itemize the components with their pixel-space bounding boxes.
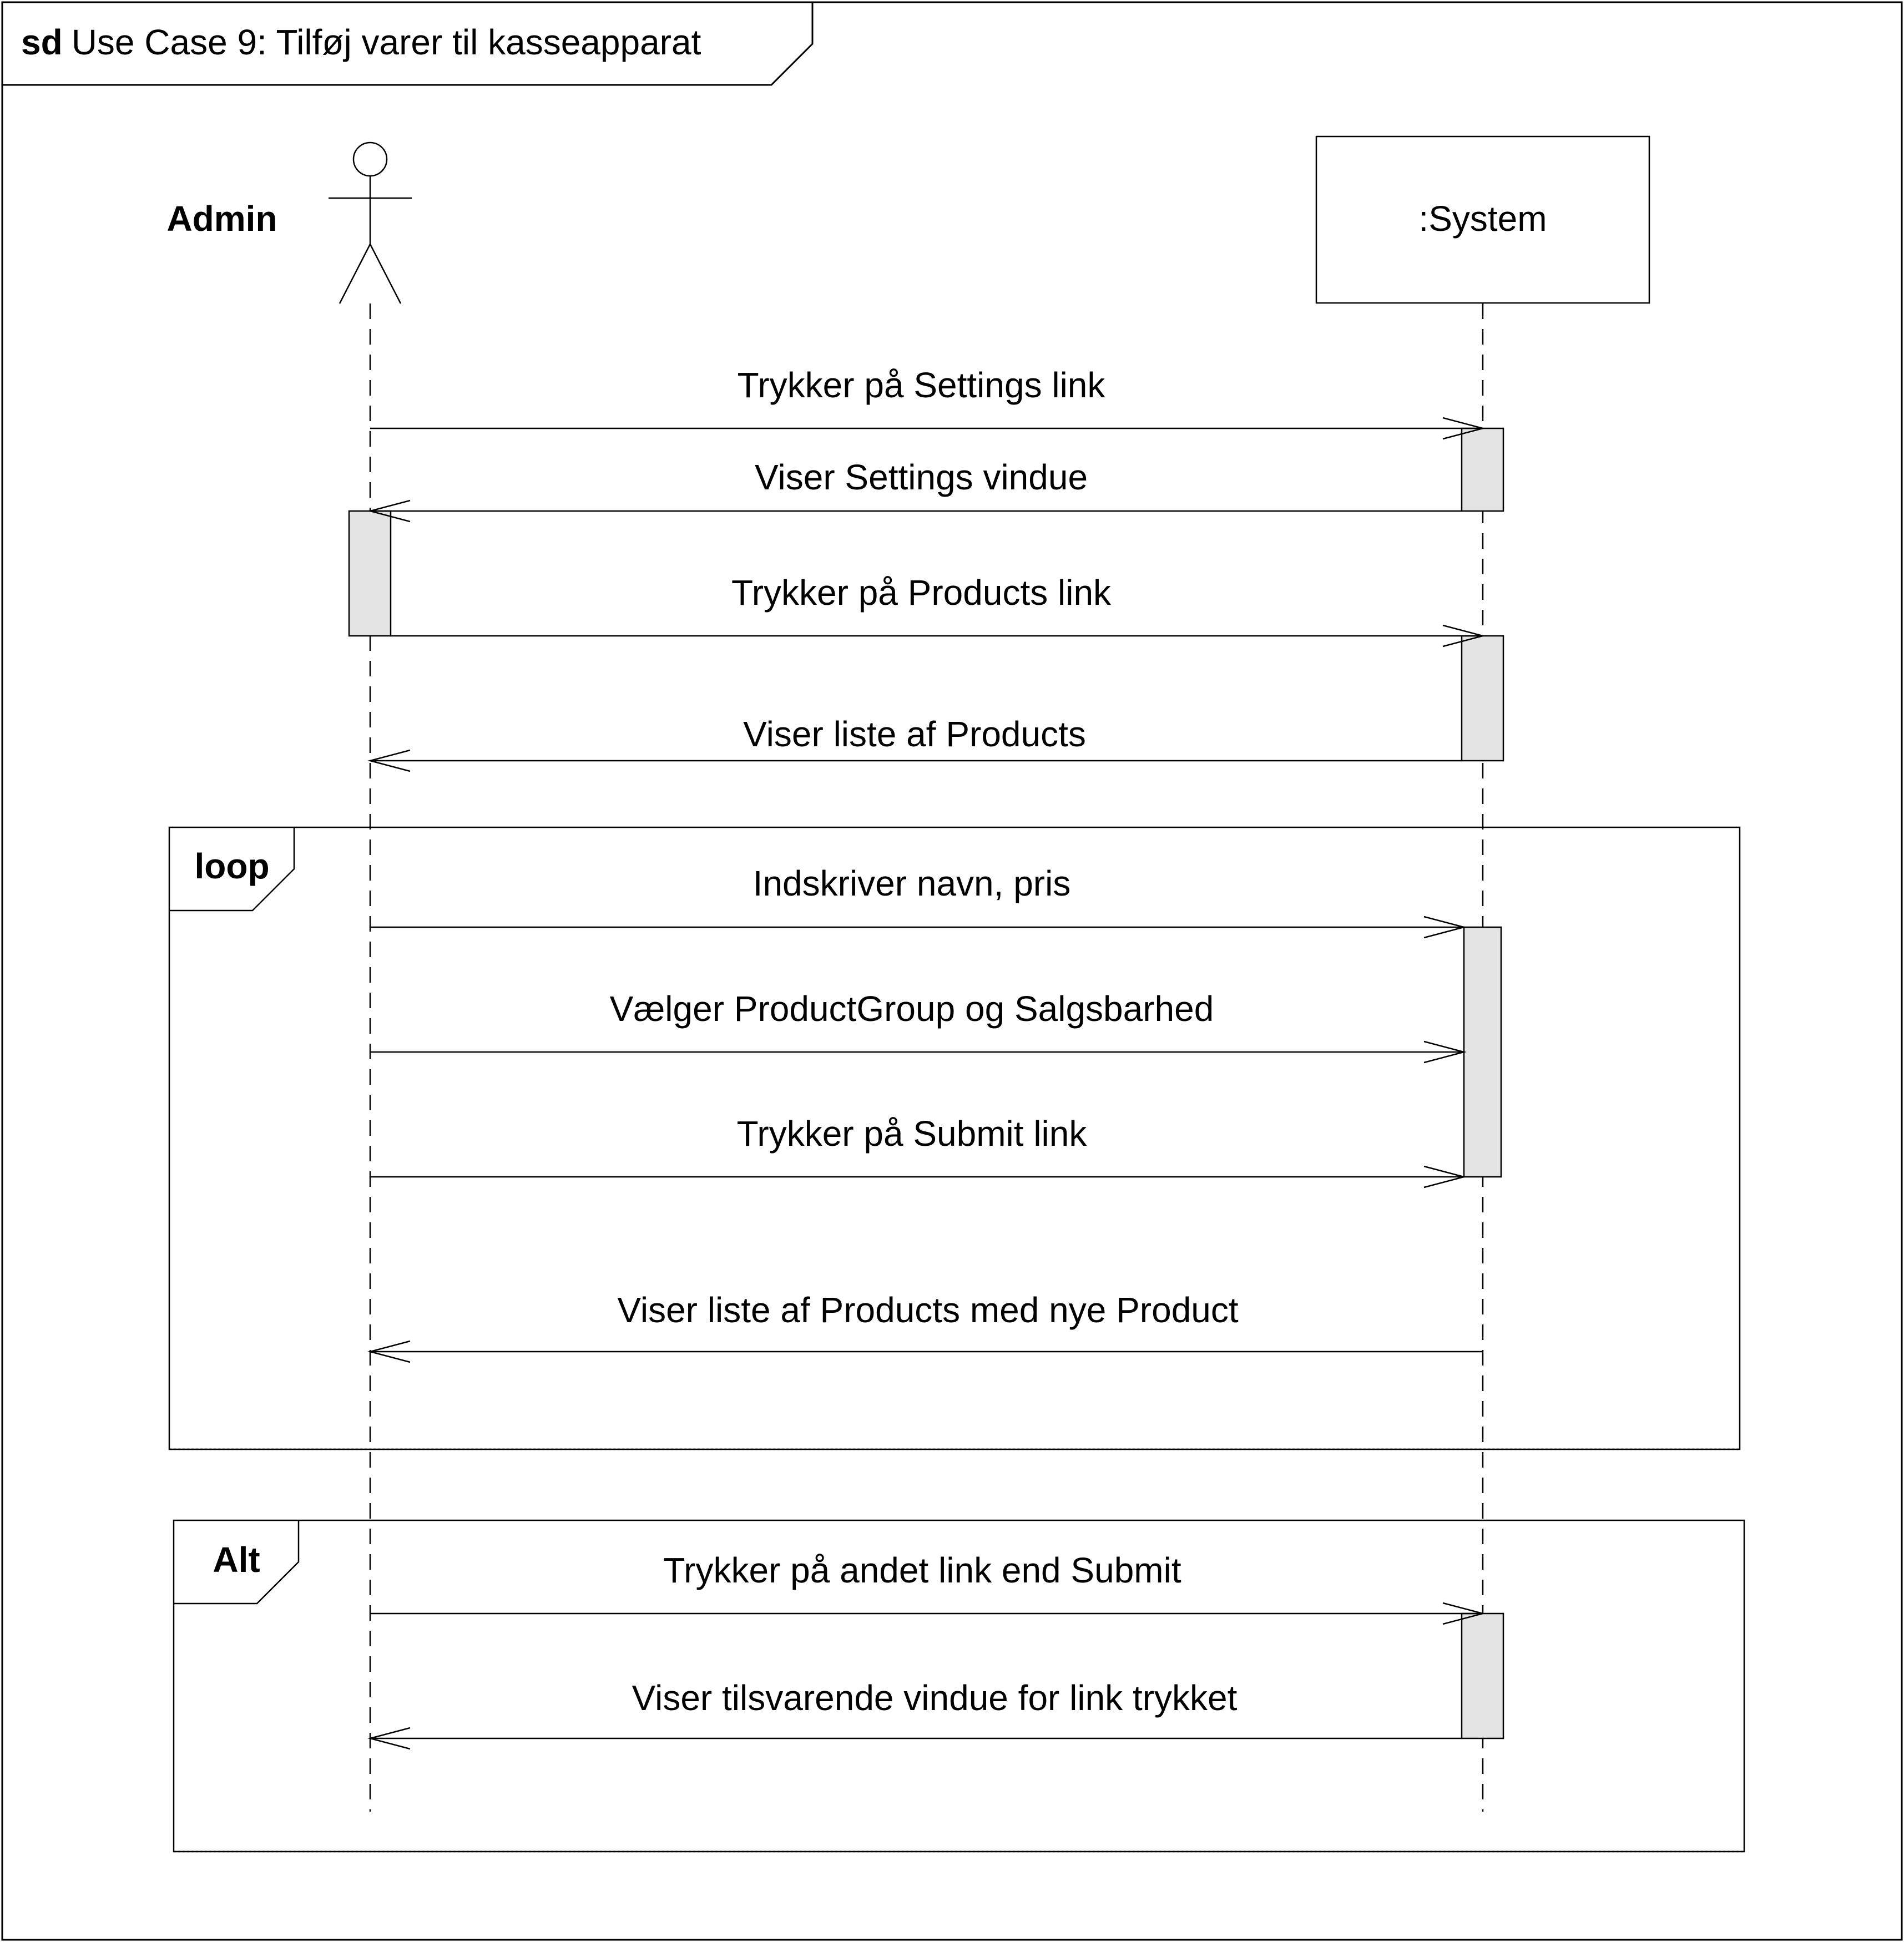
open-arrowhead	[1442, 1602, 1486, 1625]
system-activation-2	[1461, 635, 1504, 762]
message-label-6: Vælger ProductGroup og Salgsbarhed	[610, 989, 1214, 1029]
open-arrowhead	[1423, 916, 1467, 939]
message-5	[370, 916, 1467, 939]
message-6	[370, 1040, 1467, 1064]
message-label-1: Trykker på Settings link	[738, 365, 1106, 405]
actor-left-leg	[339, 244, 371, 304]
open-arrowhead	[367, 499, 411, 523]
message-label-8: Viser liste af Products med nye Product	[617, 1290, 1239, 1330]
actor-head	[352, 141, 388, 177]
actor-name: Admin	[166, 199, 277, 239]
message-8	[367, 1340, 1483, 1363]
message-7	[370, 1165, 1467, 1189]
open-arrowhead	[1423, 1165, 1467, 1189]
system-activation-1	[1461, 427, 1504, 512]
open-arrowhead	[1442, 417, 1486, 440]
open-arrowhead	[1442, 624, 1486, 648]
alt-operator-tab	[174, 1520, 300, 1605]
actor-right-leg	[369, 244, 402, 304]
admin-activation-1	[348, 510, 392, 637]
open-arrowhead	[367, 1340, 411, 1363]
system-lifeline-head	[1315, 135, 1650, 304]
open-arrowhead	[1423, 1040, 1467, 1064]
loop-operator-tab	[169, 827, 295, 912]
message-1	[370, 417, 1486, 440]
system-activation-3	[1463, 926, 1502, 1178]
open-arrowhead	[367, 749, 411, 772]
message-label-5: Indskriver navn, pris	[753, 863, 1071, 903]
message-label-10: Viser tilsvarende vindue for link trykke…	[632, 1678, 1238, 1718]
system-name: :System	[1418, 199, 1547, 239]
system-activation-4	[1461, 1612, 1504, 1739]
actor-admin	[329, 141, 412, 304]
message-10	[367, 1727, 1462, 1750]
message-label-9: Trykker på andet link end Submit	[663, 1550, 1181, 1590]
loop-fragment	[168, 826, 1741, 1450]
message-9	[370, 1602, 1486, 1625]
message-2	[367, 499, 1462, 523]
message-label-4: Viser liste af Products	[743, 714, 1086, 754]
message-3	[391, 624, 1486, 648]
message-label-7: Trykker på Submit link	[737, 1114, 1088, 1154]
message-label-2: Viser Settings vindue	[755, 457, 1088, 497]
alt-operator: Alt	[213, 1540, 260, 1580]
frame-title-tab	[2, 2, 814, 86]
loop-operator: loop	[194, 846, 269, 886]
message-label-3: Trykker på Products link	[731, 573, 1112, 613]
alt-fragment	[173, 1519, 1745, 1853]
open-arrowhead	[367, 1727, 411, 1750]
message-4	[367, 749, 1462, 772]
